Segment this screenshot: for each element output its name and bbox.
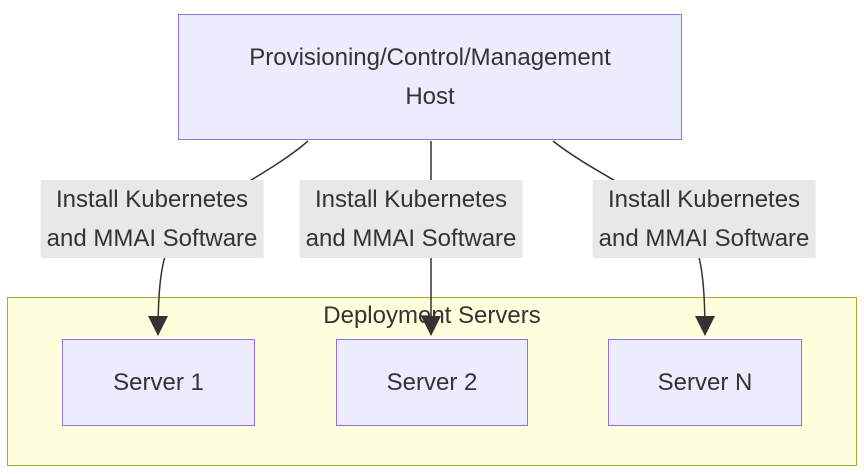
edge-label-line: and MMAI Software [46, 225, 258, 252]
host-node: Provisioning/Control/Management Host [178, 14, 682, 140]
server-2-label: Server 2 [386, 369, 478, 396]
server-1-label: Server 1 [113, 369, 204, 396]
edge-label-line: Install Kubernetes [314, 186, 508, 213]
server-1-node: Server 1 [62, 339, 255, 426]
edge-label-install-2: Install Kubernetes and MMAI Software [299, 180, 523, 258]
edge-label-line: Install Kubernetes [55, 186, 249, 213]
server-2-node: Server 2 [336, 339, 528, 426]
host-node-label-line2: Host [405, 83, 455, 110]
edge-label-line: and MMAI Software [305, 225, 517, 252]
server-n-label: Server N [657, 369, 753, 396]
server-n-node: Server N [608, 339, 802, 426]
edge-label-install-3: Install Kubernetes and MMAI Software [592, 180, 816, 258]
edge-label-line: Install Kubernetes [607, 186, 801, 213]
host-node-label-line1: Provisioning/Control/Management [249, 44, 611, 71]
edge-label-line: and MMAI Software [598, 225, 810, 252]
edge-label-install-1: Install Kubernetes and MMAI Software [40, 180, 264, 258]
